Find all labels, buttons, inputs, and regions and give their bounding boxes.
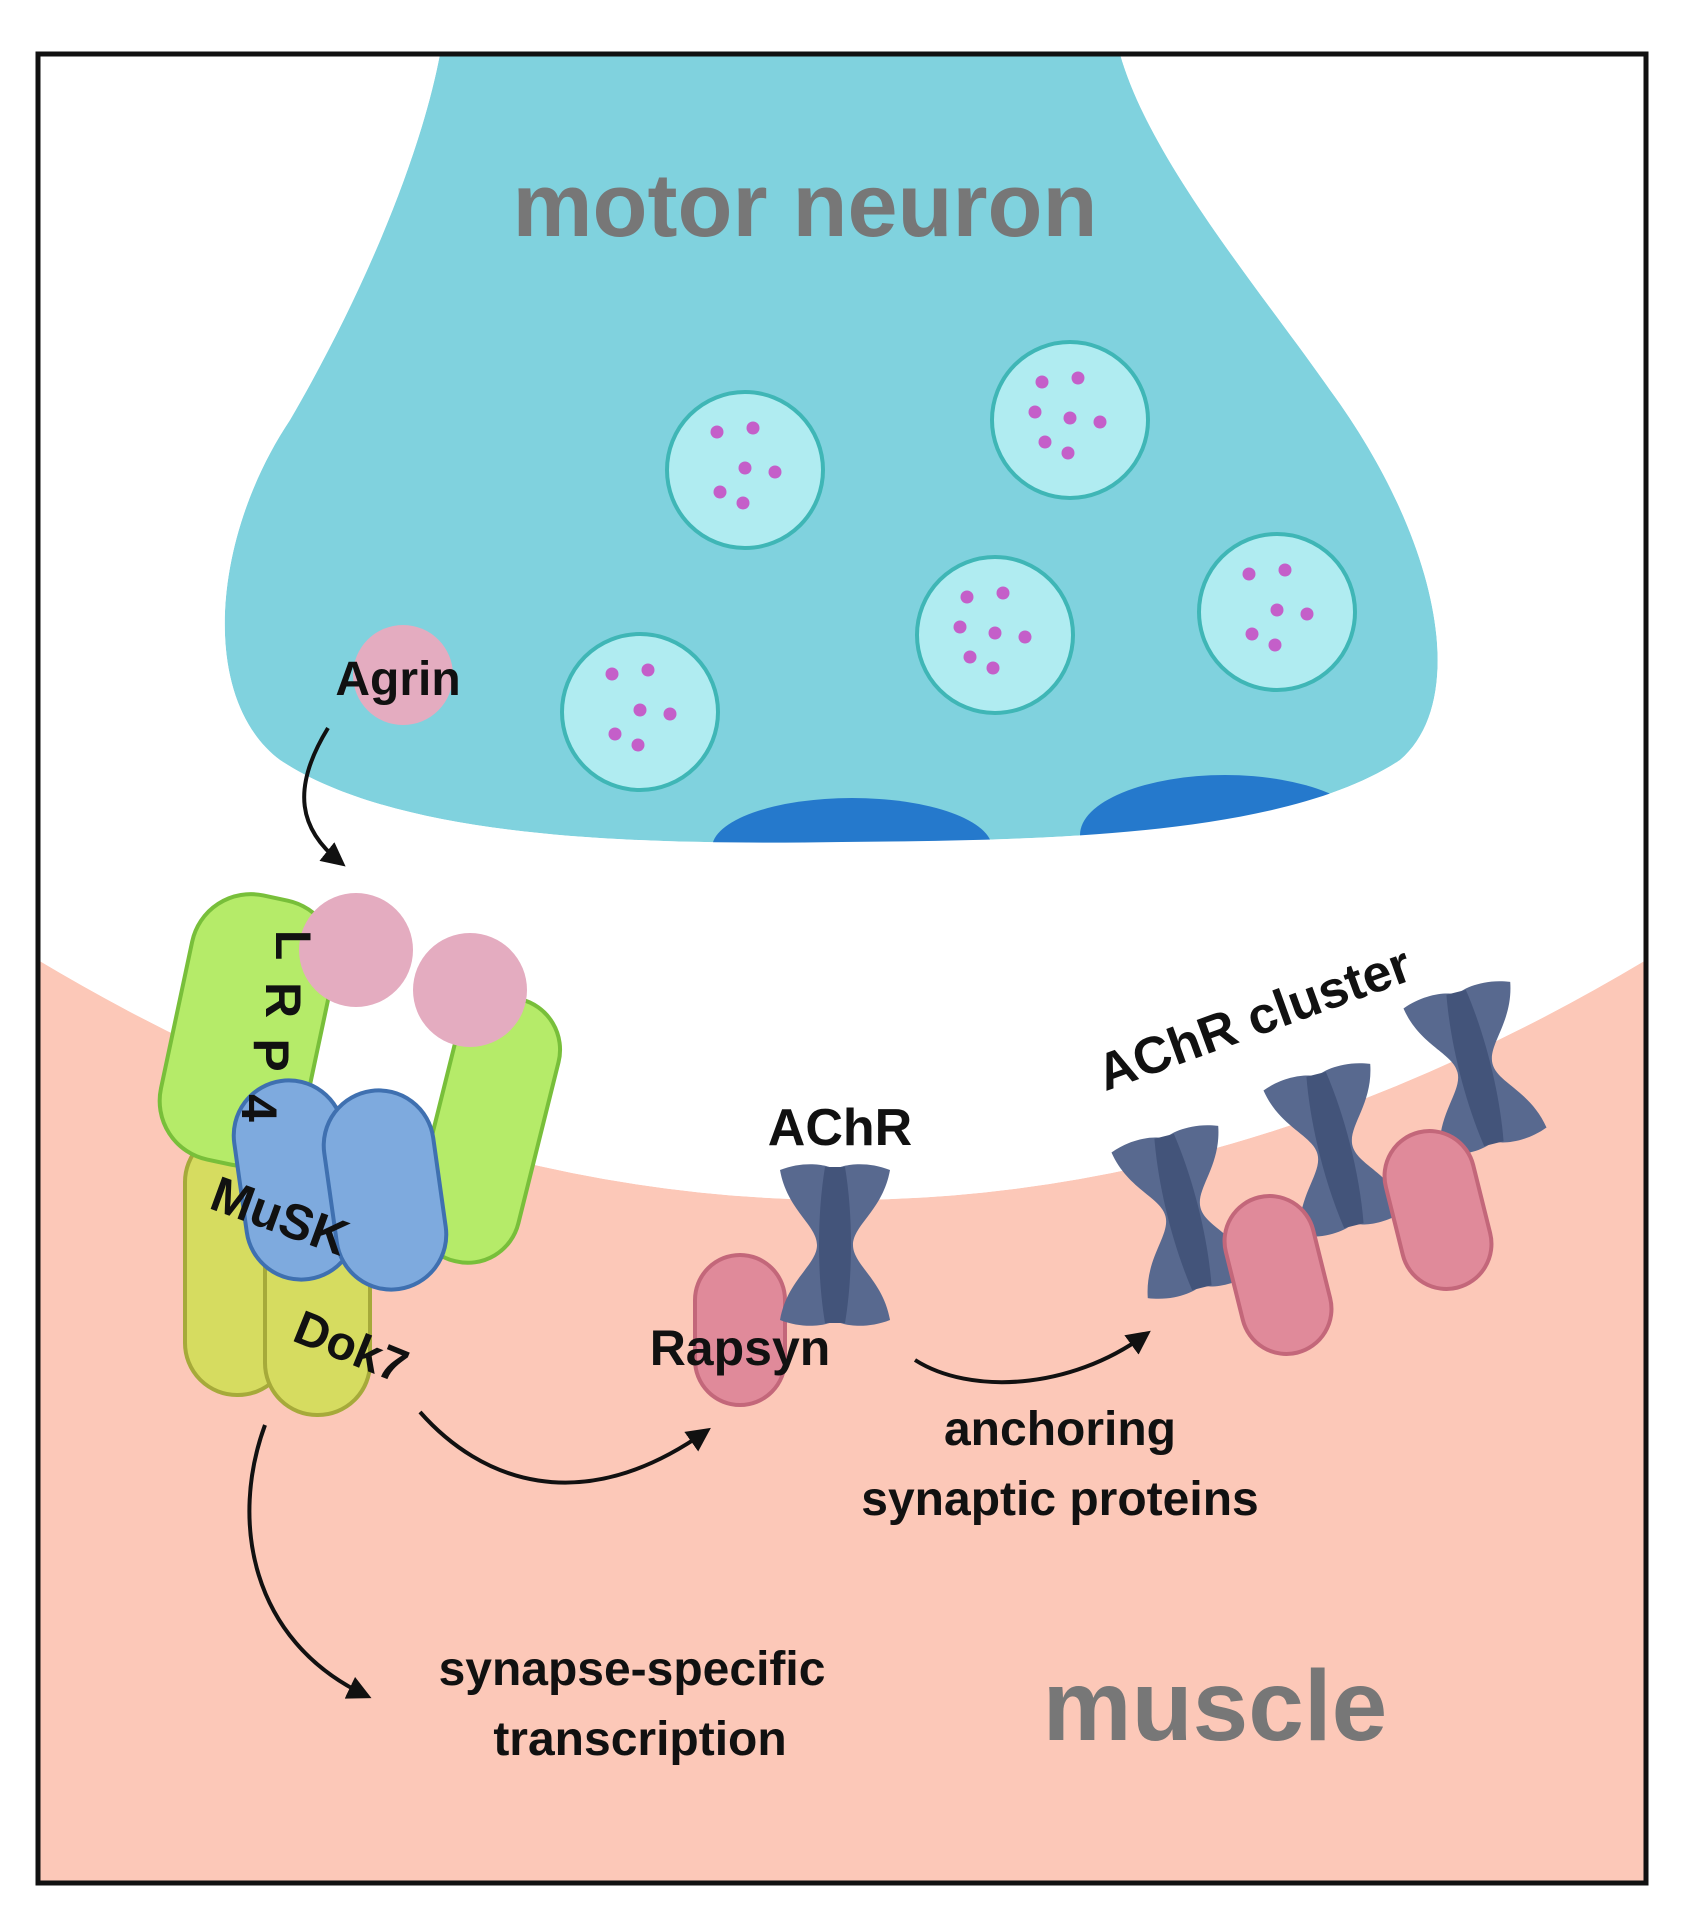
motor-neuron-terminal xyxy=(224,54,1438,843)
transcription-arrow xyxy=(247,1424,372,1699)
neurotransmitter-dot xyxy=(988,626,1002,640)
neurotransmitter-dot xyxy=(1300,607,1314,621)
synaptic-vesicles xyxy=(560,340,1357,792)
rapsyn-protein xyxy=(693,1253,787,1407)
muscle-label: muscle xyxy=(1043,1650,1388,1762)
synaptic-vesicle xyxy=(990,340,1150,500)
rapsyn-protein xyxy=(1222,1194,1334,1356)
achr-label: AChR xyxy=(768,1099,912,1157)
neurotransmitter-dot xyxy=(713,485,727,499)
achr-subunit xyxy=(1263,1075,1354,1237)
neurotransmitter-dot xyxy=(608,727,622,741)
neurotransmitter-dot xyxy=(746,421,760,435)
lrp4-letter: P xyxy=(243,1038,299,1071)
neurotransmitter-dot xyxy=(1242,567,1256,581)
lrp4-letter: 4 xyxy=(231,1094,287,1122)
neurotransmitter-dot xyxy=(738,461,752,475)
rapsyn-protein xyxy=(1382,1129,1494,1291)
lrp4-label: L R P 4 xyxy=(231,930,321,1122)
achr-cluster xyxy=(1111,981,1547,1356)
neurotransmitter-dot xyxy=(1063,411,1077,425)
achr-pore xyxy=(1306,1071,1364,1229)
neurotransmitter-dot xyxy=(960,590,974,604)
achr-subunit xyxy=(1403,993,1494,1155)
achr-subunit xyxy=(1111,1137,1202,1299)
neurotransmitter-dot xyxy=(1035,375,1049,389)
achr-subunit xyxy=(1456,981,1547,1143)
synaptic-vesicle xyxy=(915,555,1075,715)
figure-frame xyxy=(35,51,1649,1886)
transcription-label-line2: transcription xyxy=(493,1713,786,1766)
neurotransmitter-dot xyxy=(1028,405,1042,419)
synaptic-vesicle xyxy=(1197,532,1357,692)
achr-pore xyxy=(819,1167,851,1323)
neurotransmitter-dot xyxy=(986,661,1000,675)
achr-pore xyxy=(1154,1133,1212,1291)
musk-subunit xyxy=(321,1088,449,1292)
neurotransmitter-dot xyxy=(1278,563,1292,577)
neurotransmitter-dot xyxy=(605,667,619,681)
agrin-bound xyxy=(413,933,527,1047)
neurotransmitter-dot xyxy=(1071,371,1085,385)
lrp4-letter: L xyxy=(265,930,321,961)
neurotransmitter-dot xyxy=(1061,446,1075,460)
neurotransmitter-dot xyxy=(663,707,677,721)
neurotransmitter-dot xyxy=(1270,603,1284,617)
clustering-arrow xyxy=(913,1330,1151,1385)
lrp4-letter: R xyxy=(255,982,311,1018)
neurotransmitter-dot xyxy=(633,703,647,717)
neurotransmitter-dot xyxy=(1018,630,1032,644)
synaptic-cleft xyxy=(38,54,1646,1200)
anchoring-label-line1: anchoring xyxy=(944,1403,1176,1456)
agrin-bound xyxy=(299,893,413,1007)
achr-pore xyxy=(1446,989,1504,1147)
neurotransmitter-dot xyxy=(710,425,724,439)
neurotransmitter-dot xyxy=(736,496,750,510)
neurotransmitter-dot xyxy=(641,663,655,677)
rapsyn-recruitment-arrow xyxy=(418,1410,711,1485)
achr-channel xyxy=(1403,981,1547,1155)
neurotransmitter-dot xyxy=(768,465,782,479)
motor-neuron-label: motor neuron xyxy=(513,156,1098,256)
neurotransmitter-dot xyxy=(996,586,1010,600)
achr-receptor xyxy=(780,1164,890,1326)
synaptic-vesicle xyxy=(665,390,825,550)
neurotransmitter-dot xyxy=(1038,435,1052,449)
rapsyn-label: Rapsyn xyxy=(650,1320,831,1376)
anchoring-label-line2: synaptic proteins xyxy=(861,1473,1258,1526)
agrin-label: Agrin xyxy=(335,653,460,706)
achr-channel xyxy=(780,1164,890,1326)
neurotransmitter-dot xyxy=(963,650,977,664)
neurotransmitter-dot xyxy=(1093,415,1107,429)
transcription-label-line1: synapse-specific xyxy=(439,1643,826,1696)
neurotransmitter-dot xyxy=(953,620,967,634)
agrin-protein xyxy=(353,625,453,725)
neurotransmitter-dot xyxy=(631,738,645,752)
synaptic-vesicle xyxy=(560,632,720,792)
agrin-binding-arrow xyxy=(302,726,346,867)
neurotransmitter-dot xyxy=(1268,638,1282,652)
neurotransmitter-dot xyxy=(1245,627,1259,641)
